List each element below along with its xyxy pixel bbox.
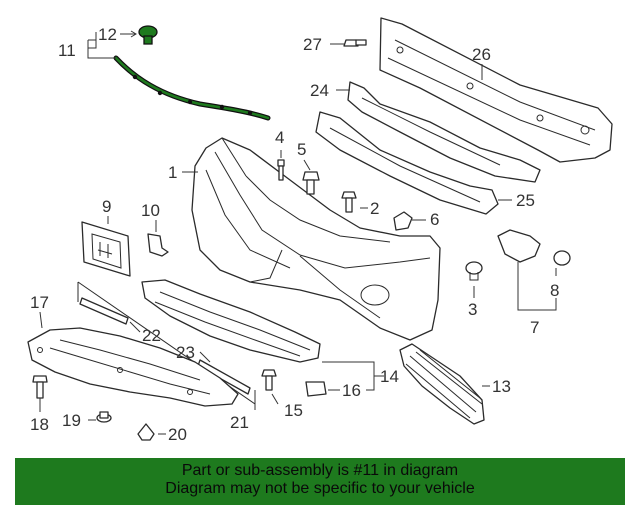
part-24-absorber[interactable] (347, 81, 541, 183)
callout-4: 4 (275, 128, 284, 147)
callout-3: 3 (468, 300, 477, 319)
part-5-bolt[interactable] (302, 171, 320, 195)
callout-22: 22 (142, 326, 161, 345)
callout-labels: 11 12 1 2 3 4 5 6 7 8 9 10 13 14 15 16 1… (30, 25, 559, 444)
callout-10: 10 (141, 201, 160, 220)
part-4-screw[interactable] (277, 159, 285, 181)
callout-2: 2 (370, 199, 379, 218)
callout-12: 12 (98, 25, 117, 44)
part-3-fastener[interactable] (465, 261, 483, 281)
callout-27: 27 (303, 35, 322, 54)
callout-5: 5 (297, 140, 306, 159)
callout-16: 16 (342, 381, 361, 400)
callout-24: 24 (310, 81, 329, 100)
banner-line-2: Diagram may not be specific to your vehi… (165, 480, 475, 497)
part-6-retainer[interactable] (393, 211, 413, 231)
callout-26: 26 (472, 45, 491, 64)
callout-23: 23 (176, 343, 195, 362)
part-12-clip[interactable] (138, 25, 158, 45)
callout-8: 8 (550, 281, 559, 300)
callout-7: 7 (530, 318, 539, 337)
callout-25: 25 (516, 191, 535, 210)
part-15-bolt[interactable] (261, 369, 277, 391)
part-20-clip[interactable] (137, 423, 155, 441)
callout-13: 13 (492, 377, 511, 396)
callout-15: 15 (284, 401, 303, 420)
callout-1: 1 (168, 163, 177, 182)
part-19-nut[interactable] (96, 411, 112, 423)
part-9-license-bracket[interactable] (81, 221, 131, 277)
part-18-bolt[interactable] (32, 375, 48, 399)
part-26-reinforcement[interactable] (379, 17, 613, 163)
part-2-bolt[interactable] (341, 191, 357, 213)
part-11-molding[interactable] (113, 55, 271, 121)
callout-20: 20 (168, 425, 187, 444)
callout-9: 9 (102, 197, 111, 216)
callout-11: 11 (58, 41, 76, 60)
leader-lines (39, 30, 557, 435)
parts-diagram: 11 12 1 2 3 4 5 6 7 8 9 10 13 14 15 16 1… (27, 17, 613, 444)
callout-19: 19 (62, 411, 81, 430)
callout-18: 18 (30, 415, 49, 434)
banner-line-1: Part or sub-assembly is #11 in diagram (181, 462, 459, 479)
callout-6: 6 (430, 210, 439, 229)
part-25-lower-absorber[interactable] (315, 111, 499, 215)
part-27-bolt[interactable] (343, 39, 367, 47)
part-7-bracket[interactable] (497, 229, 541, 263)
callout-17: 17 (30, 293, 49, 312)
callout-14: 14 (380, 367, 399, 386)
part-10-bracket[interactable] (147, 233, 169, 257)
part-1-bumper-cover[interactable] (191, 137, 441, 341)
part-13-fog-cover[interactable] (399, 343, 485, 425)
part-14-deflector[interactable] (141, 279, 321, 363)
callout-21: 21 (230, 413, 249, 432)
part-16-retainer[interactable] (305, 381, 327, 397)
part-8-clip[interactable] (553, 250, 571, 266)
info-banner: Part or sub-assembly is #11 in diagram D… (15, 458, 625, 505)
part-17-splash-shield[interactable] (27, 327, 239, 407)
